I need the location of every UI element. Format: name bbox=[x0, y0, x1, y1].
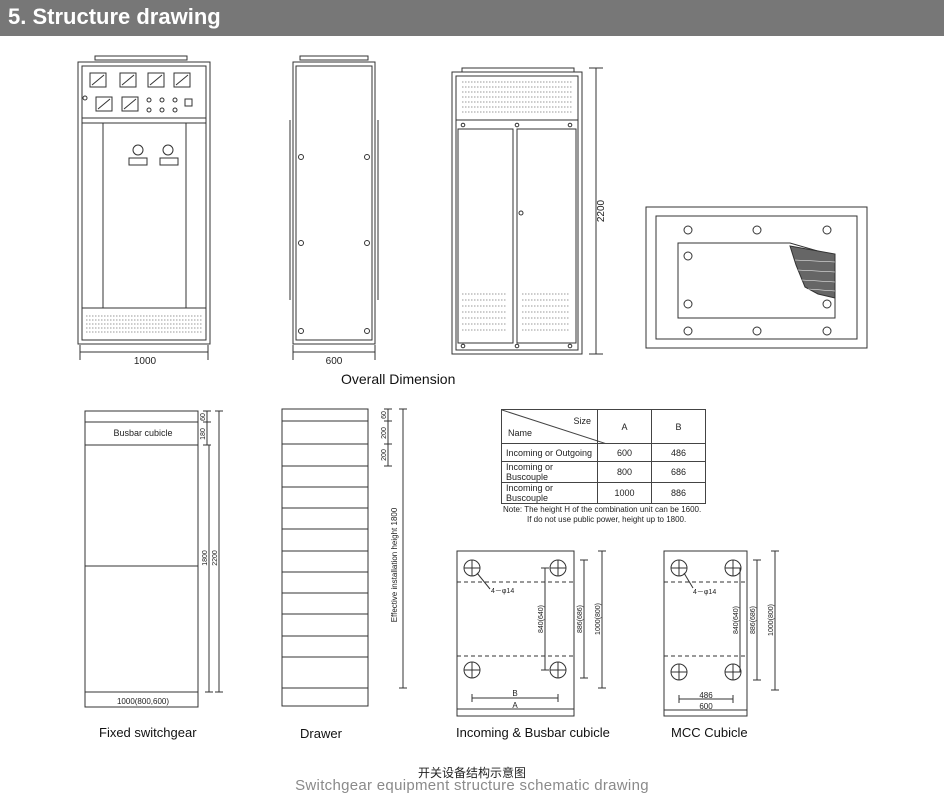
table-row: Incoming or Outgoing 600 486 bbox=[501, 443, 706, 462]
table-row: Incoming or Buscouple 1000 886 bbox=[501, 482, 706, 504]
front-view-cabinet: 1000 bbox=[77, 55, 211, 367]
drawer-drawing: 60 200 200 Effective installation height… bbox=[281, 408, 407, 707]
fixed-switchgear-drawing: Busbar cubicle 60 180 1800 2200 1000(800… bbox=[84, 410, 223, 708]
rear-view-cabinet: 2200 bbox=[451, 67, 607, 355]
size-table-header-size: Size bbox=[573, 416, 591, 426]
incoming-dim-b: B bbox=[512, 689, 517, 698]
mcc-dim-886: 886(686) bbox=[750, 606, 757, 634]
overall-height-dim: 2200 bbox=[596, 199, 607, 222]
mcc-dim-1000: 1000(800) bbox=[768, 604, 775, 636]
incoming-dim-886: 886(686) bbox=[577, 605, 584, 633]
section-header: 5. Structure drawing bbox=[0, 0, 944, 36]
table-cell-b: 886 bbox=[651, 482, 706, 504]
front-width-dim: 1000 bbox=[134, 356, 157, 367]
mcc-dim-486: 486 bbox=[699, 691, 713, 700]
drawer-dim-200a: 200 bbox=[381, 427, 388, 439]
table-row: Incoming or Buscouple 800 686 bbox=[501, 461, 706, 483]
mcc-cubicle-drawing: 4－φ14 840(640) 886(686) 1000(800) 486 60… bbox=[663, 550, 779, 717]
footer-chinese-title: 开关设备结构示意图 bbox=[417, 766, 526, 780]
size-table-col-a: A bbox=[597, 409, 652, 444]
fixed-dim-2200: 2200 bbox=[212, 550, 219, 566]
table-cell-a: 800 bbox=[597, 461, 652, 483]
effective-height-label: Effective installation height 1800 bbox=[390, 507, 399, 622]
footer-english-title: Switchgear equipment structure schematic… bbox=[295, 777, 649, 794]
incoming-hole-spec: 4－φ14 bbox=[491, 588, 514, 595]
fixed-dim-180: 180 bbox=[200, 428, 207, 440]
incoming-dim-a: A bbox=[512, 701, 518, 710]
drawer-dim-200b: 200 bbox=[381, 449, 388, 461]
note-line-1: Note: The height H of the combination un… bbox=[503, 505, 702, 514]
incoming-dim-840: 840(640) bbox=[538, 605, 545, 633]
mcc-dim-840: 840(640) bbox=[733, 606, 740, 634]
mcc-cubicle-caption: MCC Cubicle bbox=[671, 725, 748, 740]
section-title: 5. Structure drawing bbox=[8, 4, 221, 29]
side-width-dim: 600 bbox=[326, 356, 343, 367]
size-table-corner: Size Name bbox=[501, 409, 607, 444]
table-cell-name: Incoming or Outgoing bbox=[501, 443, 598, 462]
incoming-busbar-caption: Incoming & Busbar cubicle bbox=[456, 725, 610, 740]
fixed-width-dim: 1000(800,600) bbox=[117, 697, 169, 706]
note-line-2: If do not use public power, height up to… bbox=[527, 515, 687, 524]
table-cell-name: Incoming or Buscouple bbox=[501, 461, 598, 483]
size-table: Size Name A B Incoming or Outgoing 600 4… bbox=[501, 409, 706, 504]
fixed-dim-60: 60 bbox=[200, 413, 207, 421]
size-table-note: Note: The height H of the combination un… bbox=[503, 505, 701, 525]
table-cell-a: 1000 bbox=[597, 482, 652, 504]
table-cell-name: Incoming or Buscouple bbox=[501, 482, 598, 504]
fixed-switchgear-caption: Fixed switchgear bbox=[99, 725, 197, 740]
overall-dimension-caption: Overall Dimension bbox=[341, 371, 456, 387]
table-cell-b: 486 bbox=[651, 443, 706, 462]
fixed-dim-1800: 1800 bbox=[202, 550, 209, 566]
size-table-col-b: B bbox=[651, 409, 706, 444]
table-cell-b: 686 bbox=[651, 461, 706, 483]
incoming-busbar-drawing: 4－φ14 840(640) 886(686) 1000(800) B A bbox=[456, 550, 606, 717]
base-plan-view bbox=[645, 206, 868, 349]
size-table-header-name: Name bbox=[508, 428, 533, 438]
busbar-cubicle-label: Busbar cubicle bbox=[113, 428, 172, 438]
front-vent-grille bbox=[86, 315, 202, 333]
mcc-dim-600: 600 bbox=[699, 702, 713, 711]
drawer-dim-60: 60 bbox=[381, 411, 388, 419]
side-view-cabinet: 600 bbox=[289, 55, 379, 367]
table-cell-a: 600 bbox=[597, 443, 652, 462]
incoming-dim-1000: 1000(800) bbox=[595, 603, 602, 635]
drawer-caption: Drawer bbox=[300, 726, 342, 741]
mcc-hole-spec: 4－φ14 bbox=[693, 589, 716, 596]
